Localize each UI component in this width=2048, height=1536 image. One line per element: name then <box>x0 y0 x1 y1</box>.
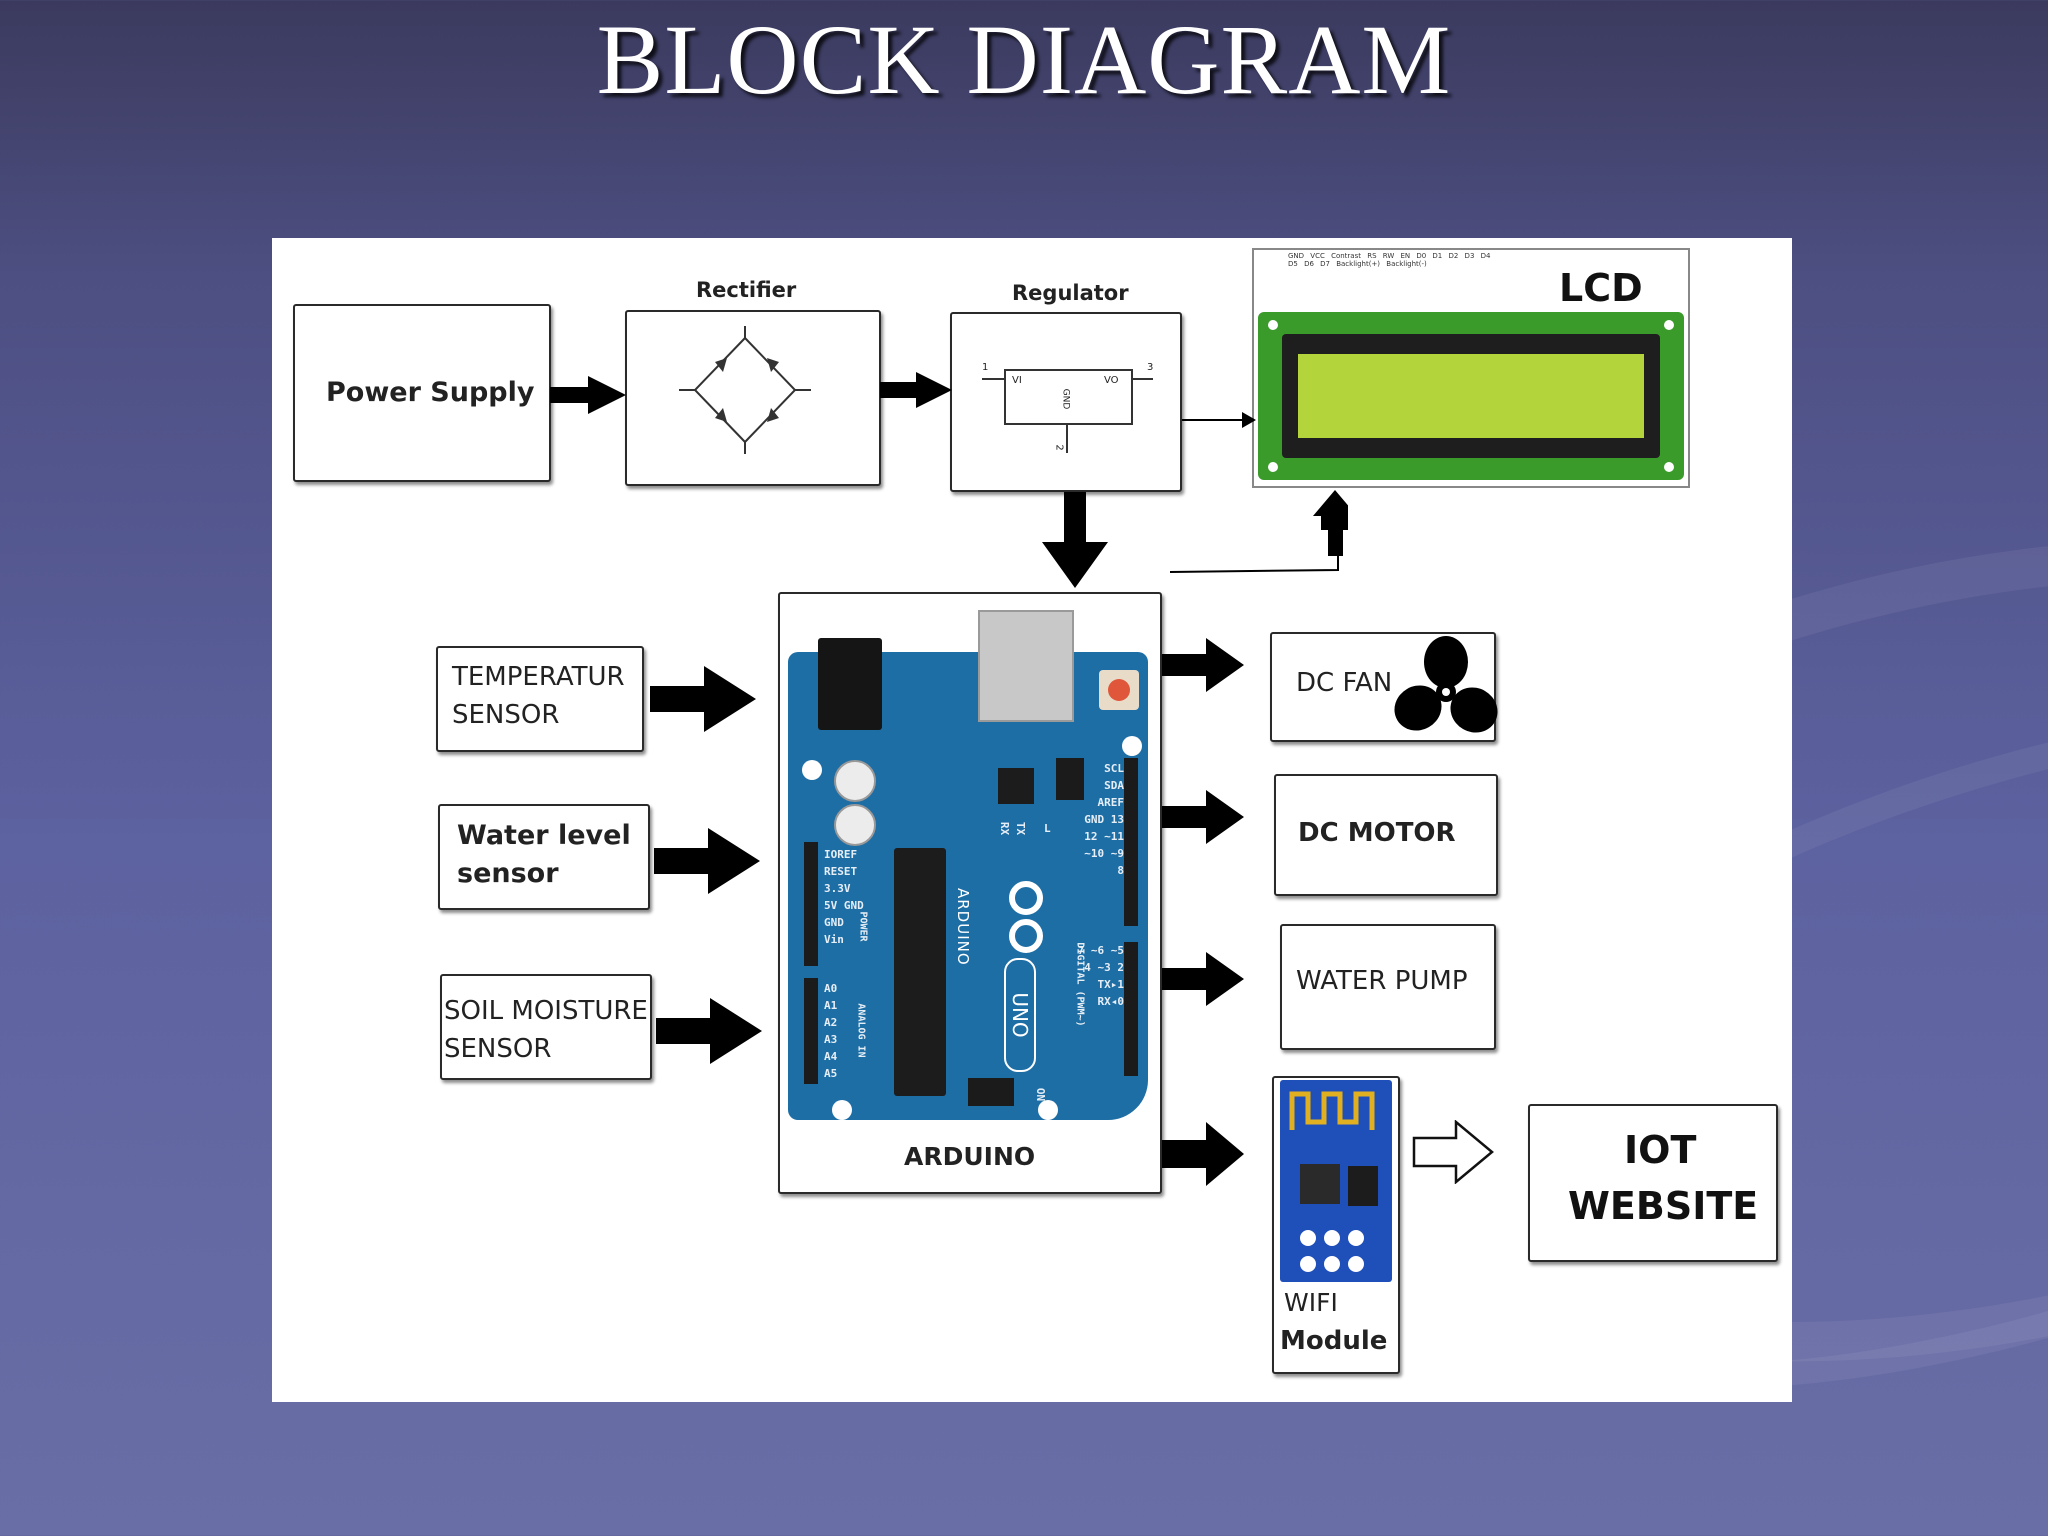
esp-chip <box>1300 1164 1340 1204</box>
digital-top-pin-labels: SCL SDA AREF GND 13 12 ~11 ~10 ~9 8 <box>1084 762 1124 877</box>
bridge-rectifier-icon <box>679 326 811 454</box>
dc-fan-label: DC FAN <box>1296 668 1393 698</box>
arduino-infinity-logo-icon <box>1009 881 1043 953</box>
flash-chip <box>1348 1166 1378 1206</box>
water-level-sensor-label-2: sensor <box>457 858 559 889</box>
l-label: L <box>1044 822 1051 835</box>
lcd-label: LCD <box>1559 266 1643 310</box>
arduino-block: IOREF RESET 3.3V 5V GND GND Vin A0 A1 A2… <box>778 592 1162 1194</box>
dc-motor-block <box>1274 774 1498 896</box>
atmega-chip <box>894 848 946 1096</box>
arrow-arduino-to-lcd <box>1170 490 1348 573</box>
digital-header-label: DIGITAL (PWM~) <box>1074 942 1086 1027</box>
digital-header-top <box>1124 758 1138 926</box>
esp-board <box>1280 1080 1392 1282</box>
regulator-pin-3: 3 <box>1147 362 1154 373</box>
power-pin-labels: IOREF RESET 3.3V 5V GND GND Vin <box>824 848 864 946</box>
diagram-canvas: Power Supply Rectifier Regulator 1 <box>272 238 1792 1402</box>
iot-label-2: WEBSITE <box>1568 1184 1759 1228</box>
lcd-module: GND VCC Contrast RS RW EN D0 D1 D2 D3 D4… <box>1252 248 1690 488</box>
regulator-vi: VI <box>1012 375 1022 386</box>
fan-icon <box>1394 636 1498 733</box>
soil-moisture-sensor-block <box>440 974 652 1080</box>
arduino-brand-text: ARDUINO <box>954 888 972 966</box>
slide-title: BLOCK DIAGRAM <box>596 4 1452 115</box>
rectifier-label: Rectifier <box>696 278 797 302</box>
iot-website-block <box>1528 1104 1778 1262</box>
arrow-regulator-to-lcd <box>1182 412 1256 428</box>
soil-moisture-sensor-label-2: SENSOR <box>444 1034 552 1064</box>
usb-chip <box>998 768 1034 804</box>
arrow-arduino-to-dc-motor <box>1162 790 1244 844</box>
arduino-label: ARDUINO <box>904 1142 1036 1171</box>
regulator-pin-1: 1 <box>982 362 989 373</box>
temperature-sensor-label-1: TEMPERATUR <box>452 662 625 692</box>
tx-label: TX <box>1014 821 1028 836</box>
arduino-uno-board: IOREF RESET 3.3V 5V GND GND Vin A0 A1 A2… <box>788 610 1148 1120</box>
power-supply-label: Power Supply <box>326 377 535 408</box>
regulator-label: Regulator <box>1012 281 1129 305</box>
iot-label-1: IOT <box>1624 1128 1697 1172</box>
arrow-power-to-rectifier <box>550 376 626 414</box>
lcd-board <box>1258 312 1684 480</box>
digital-header-bottom <box>1124 942 1138 1076</box>
water-level-sensor-label-1: Water level <box>457 820 631 851</box>
lcd-pin-labels: GND VCC Contrast RS RW EN D0 D1 D2 D3 D4… <box>1288 252 1491 268</box>
arrow-water-level-to-arduino <box>654 828 760 894</box>
arrow-regulator-to-arduino <box>1042 492 1108 588</box>
regulator-pin-2: 2 <box>1053 444 1065 451</box>
water-level-sensor-block <box>438 804 650 910</box>
arrow-soil-moisture-to-arduino <box>656 998 762 1064</box>
power-supply-block <box>293 304 551 482</box>
analog-pin-labels: A0 A1 A2 A3 A4 A5 <box>824 982 838 1080</box>
analog-header <box>804 978 818 1084</box>
water-pump-block <box>1280 924 1496 1050</box>
dc-motor-label: DC MOTOR <box>1298 818 1456 848</box>
temperature-sensor-block <box>436 646 644 752</box>
regulator-vo: VO <box>1104 375 1119 386</box>
wifi-module-block: WIFI Module <box>1272 1076 1400 1374</box>
power-header-label: POWER <box>857 911 869 942</box>
reset-button <box>1099 670 1139 710</box>
lcd-bezel <box>1282 334 1660 458</box>
arrow-arduino-to-wifi <box>1162 1122 1244 1186</box>
usb-port <box>978 610 1074 722</box>
regulator-gnd: GND <box>1060 388 1071 410</box>
arrow-wifi-to-iot <box>1412 1120 1494 1184</box>
antenna-icon <box>1289 1091 1375 1130</box>
wifi-label-2: Module <box>1280 1326 1388 1356</box>
power-header <box>804 842 818 966</box>
capacitor <box>834 760 876 802</box>
regulator-block: 1 3 VI VO GND 2 <box>950 312 1182 492</box>
soil-moisture-sensor-label-1: SOIL MOISTURE <box>444 996 648 1026</box>
wifi-label-1: WIFI <box>1284 1288 1338 1317</box>
analog-header-label: ANALOG IN <box>855 1003 867 1058</box>
icsp-header <box>1056 758 1084 800</box>
rx-label: RX <box>998 821 1012 836</box>
uno-model-text: UNO <box>1004 958 1036 1072</box>
water-pump-label: WATER PUMP <box>1296 966 1468 996</box>
rectifier-block <box>625 310 881 486</box>
lcd-screen <box>1298 354 1644 438</box>
capacitor <box>834 804 876 846</box>
power-jack <box>818 638 882 730</box>
arrow-temperature-to-arduino <box>650 666 756 732</box>
on-label: ON <box>1034 1087 1048 1102</box>
arrow-arduino-to-dc-fan <box>1162 638 1244 692</box>
temperature-sensor-label-2: SENSOR <box>452 700 560 730</box>
digital-bottom-pin-labels: 7 ~6 ~5 4 ~3 2 TX▸1 RX◂0 <box>1077 944 1124 1008</box>
regulator-chip <box>1004 369 1133 425</box>
icsp-header-2 <box>968 1078 1014 1106</box>
arrow-arduino-to-water-pump <box>1162 952 1244 1006</box>
arrow-rectifier-to-regulator <box>880 372 952 408</box>
